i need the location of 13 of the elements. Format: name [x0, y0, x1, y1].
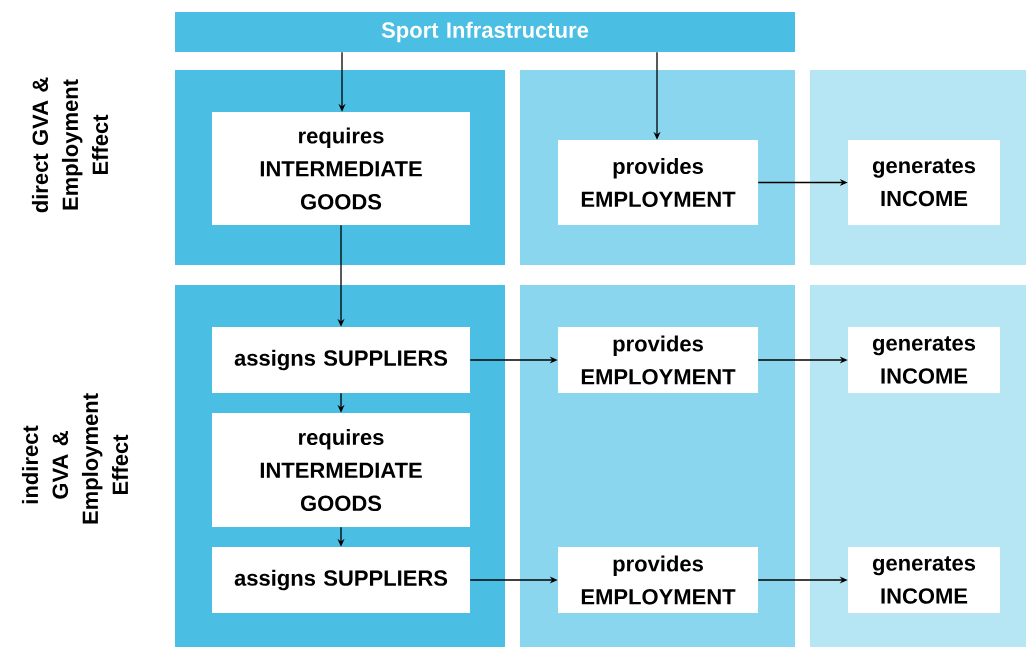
- process-box: assigns SUPPLIERS: [212, 547, 470, 613]
- process-box: generates INCOME: [848, 140, 1000, 225]
- side-label: direct GVA & Employment Effect: [31, 77, 109, 213]
- process-box: provides EMPLOYMENT: [558, 327, 758, 393]
- process-box: generates INCOME: [848, 547, 1000, 613]
- process-box: requires INTERMEDIATE GOODS: [212, 413, 470, 527]
- process-box: provides EMPLOYMENT: [558, 547, 758, 613]
- process-box: generates INCOME: [848, 327, 1000, 393]
- title-bar: Sport Infrastructure: [175, 12, 795, 52]
- process-box: requires INTERMEDIATE GOODS: [212, 112, 470, 225]
- side-label: indirect GVA & Employment Effect: [21, 393, 129, 524]
- process-box: provides EMPLOYMENT: [558, 140, 758, 225]
- process-box: assigns SUPPLIERS: [212, 327, 470, 393]
